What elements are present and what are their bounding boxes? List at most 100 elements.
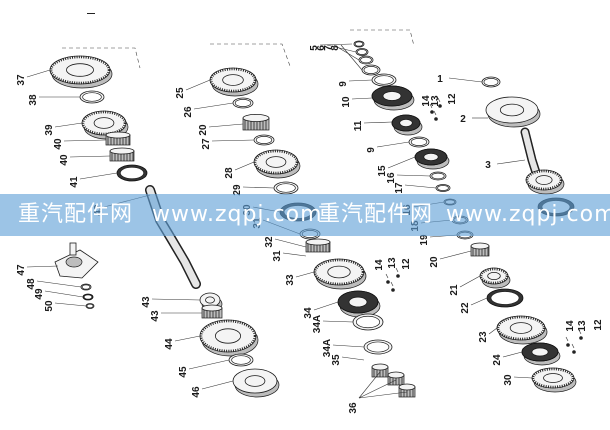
callout-9a: 9 [338,81,349,87]
lead-22 [470,297,488,306]
lead-21 [459,275,481,288]
callout-21: 21 [449,284,460,296]
callout-32: 32 [264,236,275,248]
callout-27: 27 [201,138,212,150]
bearing-43b [201,304,223,319]
watermark-text-3: 重汽配件网 [318,202,434,227]
nut-50 [85,303,95,309]
callout-40a: 40 [53,138,64,150]
small-part-2 [438,104,442,108]
watermark-band [0,194,610,236]
lead-36-0 [358,371,381,399]
ring-35 [363,339,393,355]
callout-39: 39 [44,124,55,136]
ring-9a [371,73,397,87]
callout-13a: 13 [430,95,441,107]
snap-ring-1 [481,76,501,88]
ring-27 [253,134,275,146]
lead-34a2 [332,344,365,348]
gear-37 [49,55,113,89]
lead-20b [208,123,244,128]
callout-8: 8 [330,45,341,51]
ring-29 [273,181,299,195]
hub-24 [521,342,561,366]
lead-1 [448,77,483,83]
lead-5 [319,43,353,46]
bearing-2 [485,96,541,128]
callout-31b: 31 [272,250,283,262]
ring-16a [429,171,447,181]
bearing-20a [242,114,270,131]
lead-32 [274,238,307,248]
small-part-5 [396,274,400,278]
lead-27 [211,139,255,142]
lead-34a1 [322,320,354,323]
callout-19: 19 [419,234,430,246]
callout-23: 23 [478,331,489,343]
callout-34a1: 34A [312,315,323,333]
lead-9b [376,141,410,148]
callout-12c: 12 [593,319,604,331]
lead-33 [295,271,315,278]
bracket-mid [210,43,291,67]
callout-22: 22 [460,302,471,314]
callout-46: 46 [191,386,202,398]
watermark-text-2: www.zqpj.com [152,202,323,227]
gear-21 [479,267,511,289]
lead-40b [69,155,111,158]
callout-12b: 12 [401,258,412,270]
lead-49 [44,290,84,298]
lead-3 [496,159,526,165]
gear-39 [81,110,129,140]
lead-11 [363,121,393,124]
callout-45: 45 [178,366,189,378]
bracket-left [62,47,141,69]
lead-30b [513,376,533,379]
lead-40a [63,139,107,142]
lead-34 [313,301,339,311]
ring-9b [408,136,430,148]
callout-43a: 43 [141,296,152,308]
hub-10 [371,85,415,111]
lead-48 [36,280,82,288]
lead-29 [242,186,275,189]
lead-12a-2 [437,97,441,103]
ring-8 [361,64,381,76]
callout-50: 50 [44,300,55,312]
callout-11: 11 [353,120,364,131]
seal-41 [116,164,148,182]
lead-10 [351,97,373,100]
lead-23 [488,327,498,335]
bearing-40b [109,147,135,162]
lead-35 [341,356,365,361]
callout-34a2: 34A [322,339,333,357]
callout-14a: 14 [421,95,432,107]
lead-12a-1 [433,110,437,116]
callout-5: 5 [309,45,320,51]
callout-15: 15 [377,165,388,177]
lead-43a [151,298,201,301]
pin-36a [371,363,389,378]
lead-37 [26,69,51,78]
bearing-32 [305,238,331,253]
ring-7 [358,55,374,65]
ring-45 [228,353,254,367]
lead-12b-1 [390,281,394,287]
lead-16a [396,174,431,177]
small-part-0 [430,110,434,114]
callout-44: 44 [164,338,175,350]
callout-10: 10 [341,96,352,108]
ring-6 [355,48,369,56]
lead-12b-2 [395,267,399,273]
callout-37: 37 [16,74,27,86]
callout-28: 28 [224,167,235,179]
watermark-text-1: 重汽配件网 [18,202,134,227]
gear-15 [414,148,450,170]
small-part-8 [579,336,583,340]
bearing-20b [470,242,490,257]
top-dash-mark [87,13,95,14]
gear-23 [496,315,548,345]
lead-12c-2 [578,329,582,335]
callout-20a: 20 [429,256,440,268]
small-part-4 [391,288,395,292]
